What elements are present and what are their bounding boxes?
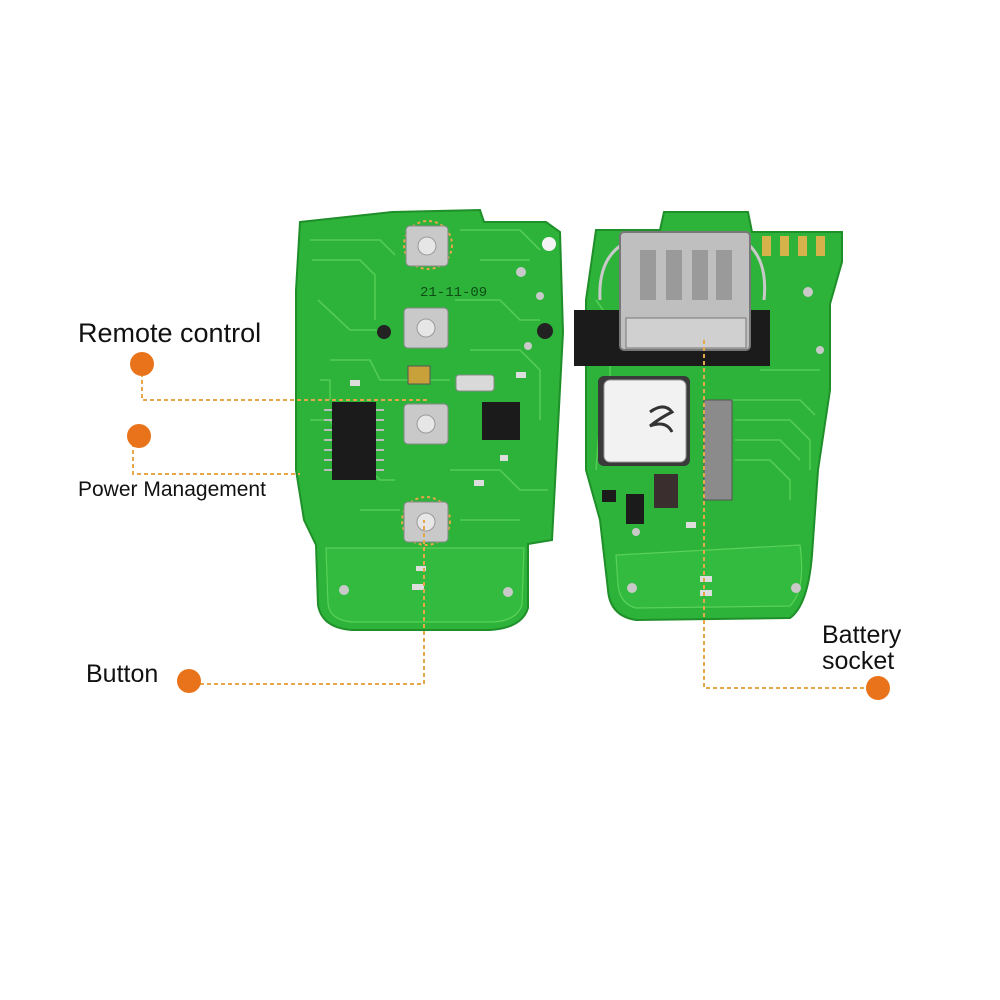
capacitor — [407, 365, 431, 385]
mount-hole — [377, 325, 391, 339]
mount-hole — [537, 323, 553, 339]
power-management-leader — [132, 436, 300, 475]
remote-control-leader — [141, 366, 430, 401]
small-chip — [626, 494, 644, 524]
tactile-button — [403, 403, 449, 445]
tactile-button — [403, 307, 449, 349]
battery-socket — [574, 231, 770, 366]
rf-module — [598, 376, 690, 466]
button-leader — [200, 520, 425, 685]
battery-socket-label-line2: socket — [822, 647, 895, 675]
date-code: 21-11-09 — [420, 285, 487, 301]
via — [503, 587, 513, 597]
left-pcb-board: 21-11-09 — [295, 208, 565, 631]
right-pcb-board — [574, 211, 843, 622]
battery-socket-label-line1: Battery — [822, 621, 902, 649]
tactile-button — [401, 496, 451, 546]
antenna-coil — [703, 399, 733, 501]
tactile-button — [403, 220, 453, 270]
qfn-chip — [482, 402, 520, 440]
via — [339, 585, 349, 595]
power-management-chip — [324, 402, 384, 480]
remote-control-label: Remote control — [78, 318, 262, 348]
battery-socket-label: Battery socket — [822, 622, 901, 674]
inductor — [654, 474, 678, 508]
power-management-label: Power Management — [78, 478, 266, 501]
battery-socket-leader — [703, 340, 878, 689]
crystal — [455, 374, 495, 392]
mount-hole — [542, 237, 556, 251]
power-management-marker — [127, 424, 151, 448]
contact-pads — [762, 236, 825, 256]
leader-lines — [132, 340, 878, 689]
battery-socket-marker — [866, 676, 890, 700]
button-label: Button — [86, 660, 159, 688]
left-traces — [310, 229, 548, 521]
remote-control-marker — [130, 352, 154, 376]
button-marker — [177, 669, 201, 693]
